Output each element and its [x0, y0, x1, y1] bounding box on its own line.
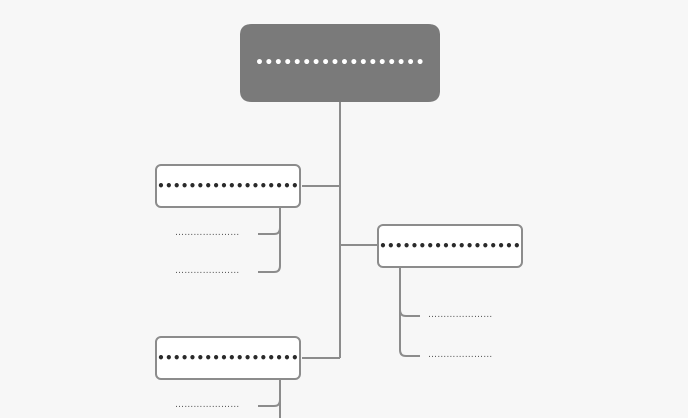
- leaf-item[interactable]: …………………: [175, 266, 240, 276]
- leaf-item[interactable]: …………………: [175, 228, 240, 238]
- branch-node-label: ••••••••••••••••••: [157, 179, 299, 193]
- branch-node-1[interactable]: ••••••••••••••••••: [155, 164, 301, 208]
- root-node-label: ••••••••••••••••••: [254, 55, 426, 71]
- branch-node-label: ••••••••••••••••••: [157, 351, 299, 365]
- branch-1-leaf-connector: [258, 208, 281, 273]
- branch-node-2[interactable]: ••••••••••••••••••: [377, 224, 523, 268]
- root-node[interactable]: ••••••••••••••••••: [240, 24, 440, 102]
- branch-2-leaf-connector: [399, 268, 420, 357]
- leaf-item[interactable]: …………………: [428, 310, 493, 320]
- branch-node-3[interactable]: ••••••••••••••••••: [155, 336, 301, 380]
- leaf-item[interactable]: …………………: [428, 350, 493, 360]
- branch-3-leaf-connector: [258, 380, 281, 418]
- branch-node-label: ••••••••••••••••••: [379, 239, 521, 253]
- leaf-item[interactable]: …………………: [175, 400, 240, 410]
